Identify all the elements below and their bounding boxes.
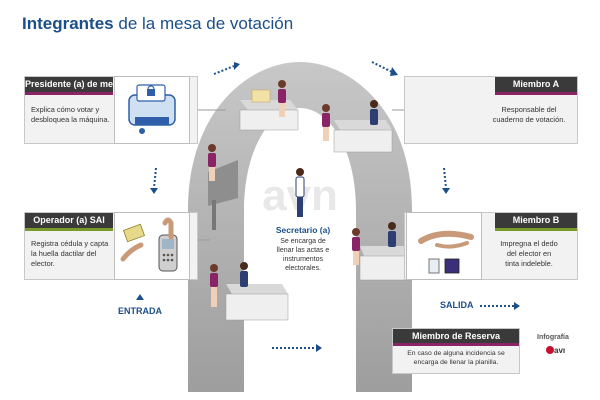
card-miembro-a: Miembro A Responsable del cuaderno de vo…	[404, 76, 578, 144]
salida-label: SALIDA	[440, 300, 474, 310]
card-reserva: Miembro de Reserva En caso de alguna inc…	[392, 328, 520, 374]
person-secretario	[295, 168, 305, 217]
voting-booth	[208, 160, 238, 230]
desk-operador	[225, 284, 289, 321]
person-miembro-b	[388, 222, 396, 247]
card-presidente-title: Presidente (a) de mesa	[25, 77, 123, 95]
person-voter-4	[210, 264, 218, 307]
entrada-label: ENTRADA	[118, 306, 162, 316]
illus-fingerprint-reader	[114, 212, 190, 280]
illus-ink	[406, 212, 482, 280]
fingerprint-reader-icon	[120, 217, 178, 272]
page-title: Integrantes de la mesa de votación	[22, 14, 293, 34]
person-voter-1	[322, 104, 330, 141]
person-voter-2	[208, 144, 216, 181]
title-rest: de la mesa de votación	[113, 14, 294, 33]
person-operador	[240, 262, 248, 287]
flow-arrowheads	[136, 62, 520, 352]
card-miembro-b-desc: Impregna el dedo del elector en tinta in…	[500, 239, 558, 268]
secretario-label: Secretario (a) Se encarga de llenar las …	[258, 225, 348, 273]
card-miembro-a-title: Miembro A	[495, 77, 577, 95]
card-presidente-desc: Explica cómo votar y desbloquea la máqui…	[31, 105, 110, 124]
card-miembro-b-title: Miembro B	[495, 213, 577, 231]
card-operador-desc: Registra cédula y capta la huella dactil…	[31, 239, 109, 268]
desk-miembro-b	[359, 246, 413, 281]
card-operador-title: Operador (a) SAI	[25, 213, 113, 231]
card-reserva-desc: En caso de alguna incidencia se encarga …	[407, 350, 505, 366]
person-miembro-a	[370, 100, 378, 125]
person-voter-3	[352, 228, 360, 265]
avn-logo-icon: avn	[546, 346, 565, 355]
secretario-desc: Se encarga de llenar las actas e instrum…	[276, 238, 330, 272]
flow-arrows	[153, 61, 514, 349]
secretario-title: Secretario (a)	[275, 225, 331, 235]
entrada-arrow-icon	[136, 294, 144, 300]
card-reserva-title: Miembro de Reserva	[393, 329, 519, 346]
indelible-ink-icon	[418, 230, 474, 274]
illus-voting-machine	[114, 76, 190, 144]
voting-machine-icon	[128, 84, 176, 134]
credit-label: Infografía	[537, 334, 569, 341]
title-bold: Integrantes	[22, 14, 114, 33]
desk-miembro-a	[333, 120, 393, 153]
card-miembro-a-desc: Responsable del cuaderno de votación.	[492, 105, 566, 124]
svg-text:avn: avn	[554, 346, 565, 355]
person-presidente	[278, 80, 286, 117]
